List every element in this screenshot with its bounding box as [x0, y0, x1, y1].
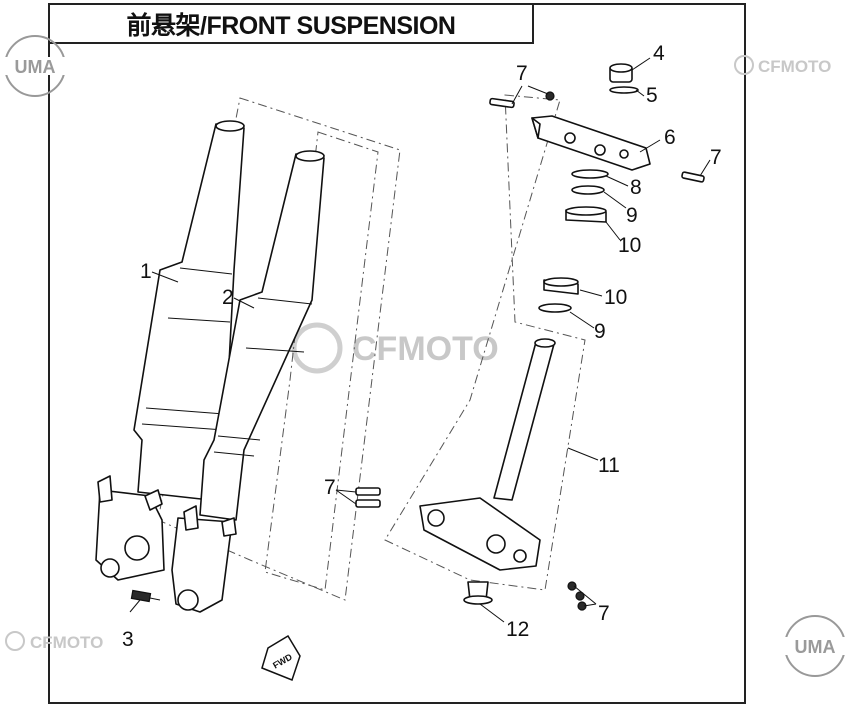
callout-12: 12	[506, 618, 529, 641]
callout-9: 9	[626, 204, 638, 227]
cfmoto-watermark-center: CFMOTO	[291, 322, 499, 374]
part-9-lower-ring	[538, 303, 572, 313]
callout-2: 2	[222, 286, 234, 309]
callout-7: 7	[324, 476, 336, 499]
cfmoto-watermark-bottom-left: CFMOTO	[5, 631, 103, 652]
part-3-axle-bolt	[130, 589, 161, 603]
uma-logo-text: UMA	[15, 57, 56, 77]
callout-7: 7	[516, 62, 528, 85]
callout-8: 8	[630, 176, 642, 199]
callout-4: 4	[653, 42, 665, 65]
part-2-right-fork	[171, 150, 325, 613]
callout-11: 11	[598, 454, 620, 477]
part-9-upper-ring	[571, 185, 605, 195]
part-5-washer	[609, 86, 639, 94]
uma-logo-top-left: UMA	[2, 35, 68, 97]
part-4-stem-nut	[609, 63, 633, 83]
part-6-upper-triple-clamp	[531, 115, 651, 171]
steering-outline	[384, 94, 586, 591]
uma-logo-bottom-right: UMA	[782, 615, 848, 677]
callout-7: 7	[710, 146, 722, 169]
callout-3: 3	[122, 628, 134, 651]
callout-6: 6	[664, 126, 676, 149]
callout-10: 10	[604, 286, 627, 309]
page-title: 前悬架/FRONT SUSPENSION	[48, 3, 534, 44]
callout-9: 9	[594, 320, 606, 343]
part-8-seal	[571, 169, 609, 179]
part-10-upper-bearing	[565, 206, 607, 223]
callout-1: 1	[140, 260, 152, 283]
callout-numbers: 1 2 3 4 5 6 7 7 7 7 8 9 10 10 9 11 12	[122, 42, 722, 651]
callout-10: 10	[618, 234, 641, 257]
part-10-lower-bearing	[543, 277, 579, 295]
callout-5: 5	[646, 84, 658, 107]
leader-lines	[129, 57, 711, 623]
part-1-left-fork	[95, 120, 245, 581]
callout-7: 7	[598, 602, 610, 625]
part-7-bolts	[355, 91, 705, 611]
uma-logo-text: UMA	[795, 637, 836, 657]
cfmoto-watermark-text: CFMOTO	[30, 633, 103, 652]
cfmoto-watermark-text: CFMOTO	[352, 330, 499, 368]
cfmoto-watermark-text: CFMOTO	[758, 57, 831, 76]
part-11-steering-stem	[419, 338, 556, 571]
fwd-arrow-icon: FWD	[261, 634, 301, 681]
part-12-lower-nut	[463, 581, 493, 605]
cfmoto-watermark-top-right: CFMOTO	[734, 55, 831, 76]
